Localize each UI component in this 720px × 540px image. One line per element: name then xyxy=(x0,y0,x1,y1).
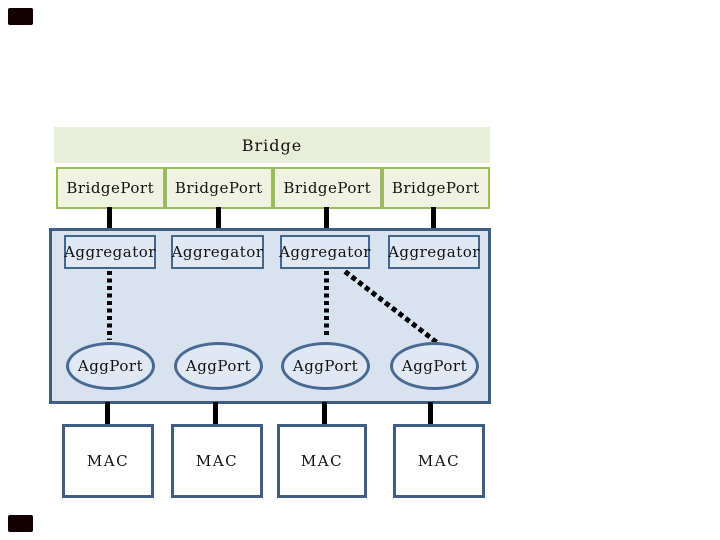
mac-label: MAC xyxy=(195,452,239,470)
connector-aggport-mac xyxy=(213,402,218,426)
bridge-port-label: BridgePort xyxy=(283,179,372,197)
bridge-port-box: BridgePort xyxy=(273,167,382,209)
bridge-port-row: BridgePort BridgePort BridgePort BridgeP… xyxy=(56,167,490,209)
bridge-box: Bridge xyxy=(54,127,490,163)
mac-label: MAC xyxy=(300,452,344,470)
agg-port-label: AggPort xyxy=(77,357,144,375)
aggregator-label: Aggregator xyxy=(171,243,264,261)
connector-aggport-mac xyxy=(105,402,110,426)
dotted-link-aggregator1-aggport1 xyxy=(107,271,112,340)
agg-port-ellipse: AggPort xyxy=(390,342,479,390)
agg-port-ellipse: AggPort xyxy=(174,342,263,390)
connector-aggport-mac xyxy=(428,402,433,426)
agg-port-ellipse: AggPort xyxy=(281,342,370,390)
aggregator-box: Aggregator xyxy=(171,235,264,269)
mac-box: MAC xyxy=(171,424,263,498)
mac-label: MAC xyxy=(417,452,461,470)
bridge-port-box: BridgePort xyxy=(381,167,490,209)
aggregator-box: Aggregator xyxy=(388,235,480,269)
connector-bridgeport-aggregator xyxy=(324,207,329,230)
scan-artifact-top-left xyxy=(8,8,33,25)
mac-label: MAC xyxy=(86,452,130,470)
aggregator-label: Aggregator xyxy=(279,243,371,261)
aggregator-label: Aggregator xyxy=(64,243,156,261)
mac-box: MAC xyxy=(393,424,485,498)
bridge-port-label: BridgePort xyxy=(66,179,155,197)
mac-box: MAC xyxy=(277,424,367,498)
bridge-port-box: BridgePort xyxy=(56,167,165,209)
agg-port-label: AggPort xyxy=(185,357,252,375)
connector-bridgeport-aggregator xyxy=(216,207,221,230)
aggregator-box: Aggregator xyxy=(279,235,371,269)
mac-box: MAC xyxy=(62,424,154,498)
agg-port-ellipse: AggPort xyxy=(66,342,155,390)
bridge-port-label: BridgePort xyxy=(391,179,480,197)
scan-artifact-bottom-left xyxy=(8,515,33,532)
dotted-link-aggregator3-aggport3 xyxy=(324,271,329,338)
aggregator-label: Aggregator xyxy=(388,243,480,261)
connector-bridgeport-aggregator xyxy=(431,207,436,230)
connector-aggport-mac xyxy=(322,402,327,426)
aggregator-box: Aggregator xyxy=(64,235,156,269)
agg-port-label: AggPort xyxy=(401,357,468,375)
agg-port-label: AggPort xyxy=(292,357,359,375)
bridge-port-box: BridgePort xyxy=(164,167,273,209)
bridge-port-label: BridgePort xyxy=(174,179,263,197)
connector-bridgeport-aggregator xyxy=(107,207,112,230)
bridge-label: Bridge xyxy=(241,135,303,155)
